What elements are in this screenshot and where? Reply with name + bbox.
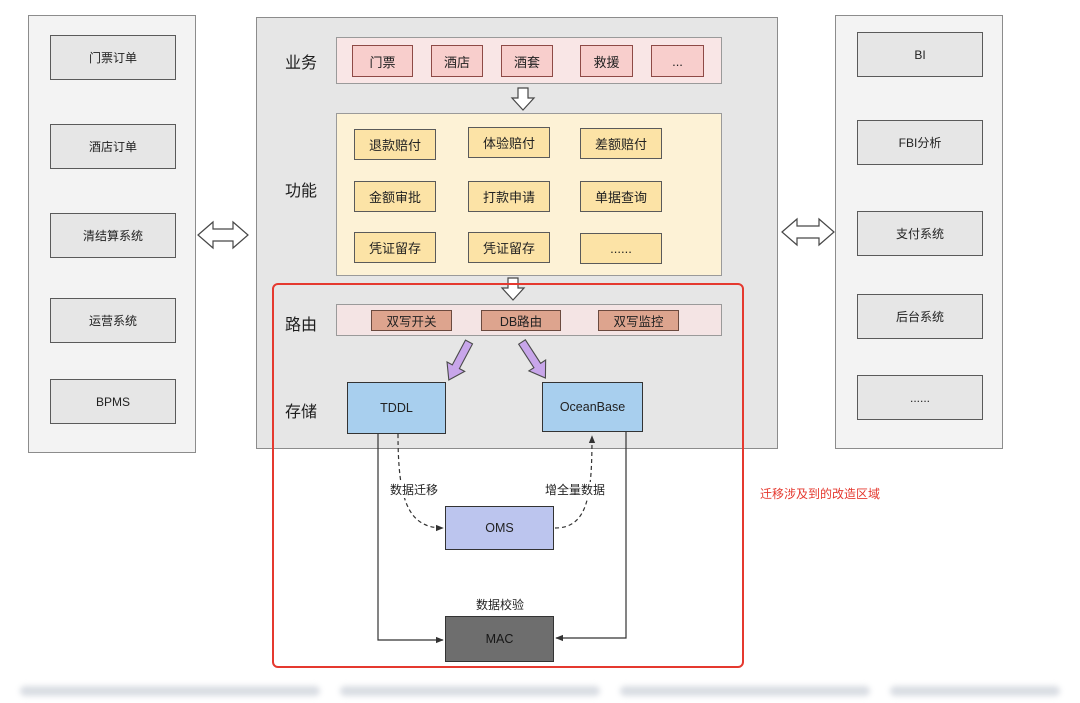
oms-box: OMS: [445, 506, 554, 550]
data-verification-label: 数据校验: [474, 597, 527, 613]
storage-box-oceanbase: OceanBase: [542, 382, 643, 432]
function-item-voucher-retention: 凭证留存: [354, 232, 436, 263]
routing-item-db-routing: DB路由: [481, 310, 561, 331]
function-item-payment-request: 打款申请: [468, 181, 550, 212]
left-box-settlement-system: 清结算系统: [50, 213, 176, 258]
function-item-voucher-retention-2: 凭证留存: [468, 232, 550, 263]
left-box-hotel-order: 酒店订单: [50, 124, 176, 169]
function-item-refund-compensation: 退款赔付: [354, 129, 436, 160]
business-item-ticket: 门票: [352, 45, 413, 77]
storage-layer-label: 存储: [284, 404, 317, 421]
function-item-experience-compensation: 体验赔付: [468, 127, 550, 158]
function-item-difference-compensation: 差额赔付: [580, 128, 662, 159]
left-box-bpms: BPMS: [50, 379, 176, 424]
function-item-document-query: 单据查询: [580, 181, 662, 212]
right-box-fbi-analysis: FBI分析: [857, 120, 983, 165]
blurred-caption: [0, 678, 1080, 703]
business-item-hotel: 酒店: [431, 45, 483, 77]
left-box-ticket-order: 门票订单: [50, 35, 176, 80]
function-item-amount-approval: 金额审批: [354, 181, 436, 212]
tddl-to-mac-connector: [377, 434, 444, 644]
business-item-more: ...: [651, 45, 704, 77]
right-box-backend-system: 后台系统: [857, 294, 983, 339]
routing-layer-label: 路由: [284, 317, 317, 334]
blurred-caption-segment: [340, 686, 600, 696]
routing-item-dual-write-monitor: 双写监控: [598, 310, 679, 331]
blurred-caption-segment: [20, 686, 320, 696]
data-migration-label: 数据迁移: [388, 482, 441, 498]
storage-box-tddl: TDDL: [347, 382, 446, 434]
right-box-more: ......: [857, 375, 983, 420]
right-double-arrow-icon: [781, 217, 835, 247]
function-layer-label: 功能: [284, 183, 317, 200]
business-item-rescue: 救援: [580, 45, 633, 77]
mac-box: MAC: [445, 616, 554, 662]
left-double-arrow-icon: [197, 220, 249, 250]
business-layer-label: 业务: [284, 55, 317, 72]
routing-item-dual-write-switch: 双写开关: [371, 310, 452, 331]
blurred-caption-segment: [890, 686, 1060, 696]
right-box-payment-system: 支付系统: [857, 211, 983, 256]
right-box-bi: BI: [857, 32, 983, 77]
oceanbase-to-mac-connector: [555, 432, 627, 642]
function-item-more: ......: [580, 233, 662, 264]
incremental-full-data-label: 增全量数据: [543, 482, 608, 498]
business-item-package: 酒套: [501, 45, 553, 77]
blurred-caption-segment: [620, 686, 870, 696]
left-box-operations-system: 运营系统: [50, 298, 176, 343]
migration-scope-annotation: 迁移涉及到的改造区域: [760, 487, 881, 501]
